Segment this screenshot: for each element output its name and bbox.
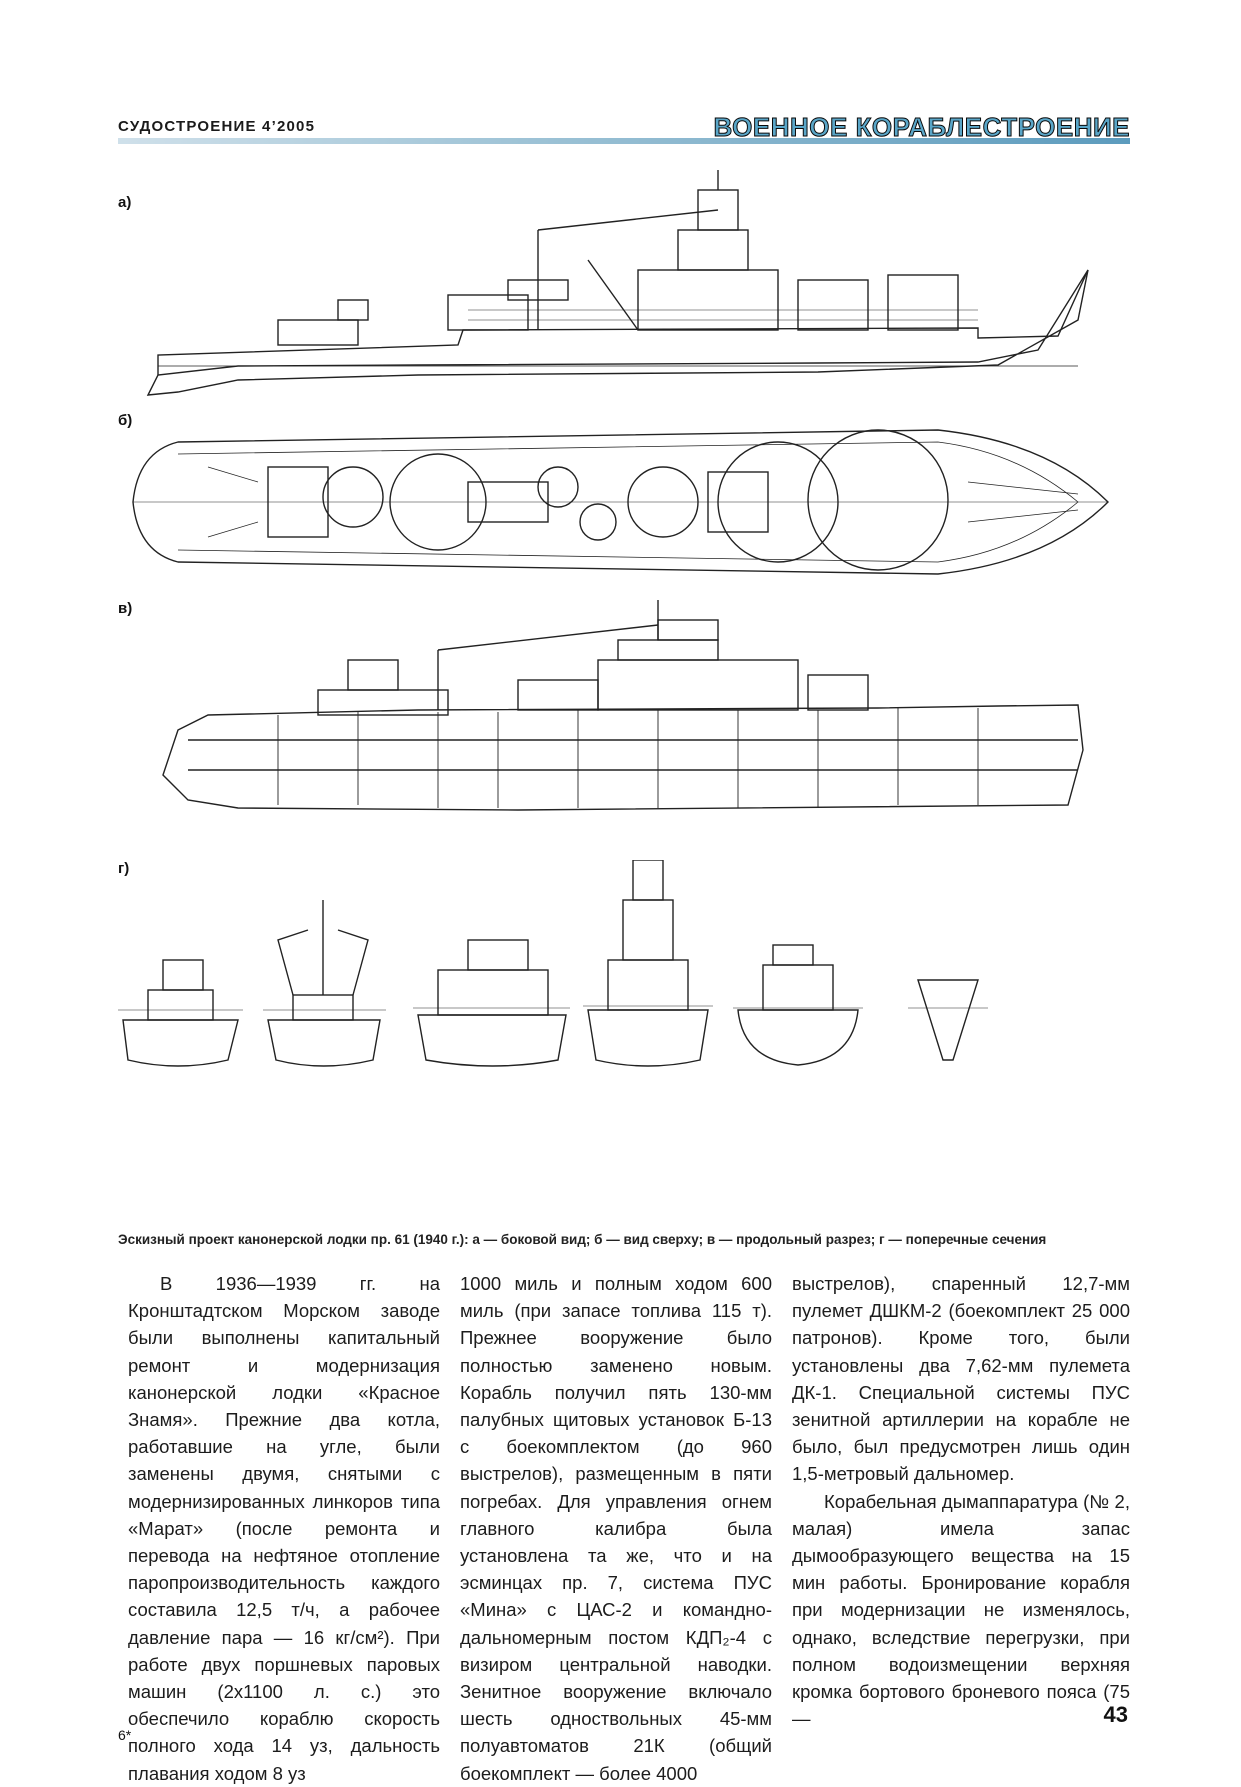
figure-label-g: г) [118, 860, 130, 877]
figure-label-v: в) [118, 600, 133, 617]
page-number: 43 [1103, 1702, 1128, 1727]
header-rule [118, 138, 1130, 144]
paragraph: 1000 миль и полным ходом 600 миль (при з… [460, 1273, 772, 1784]
text-column-2: 1000 миль и полным ходом 600 миль (при з… [460, 1270, 772, 1787]
section-title: ВОЕННОЕ КОРАБЛЕСТРОЕНИЕ [713, 112, 1130, 143]
longitudinal-section-drawing [162, 600, 1084, 811]
figure-label-b: б) [118, 412, 133, 429]
figure-caption: Эскизный проект канонерской лодки пр. 61… [118, 1232, 1047, 1247]
journal-title: СУДОСТРОЕНИЕ 4’2005 [118, 118, 316, 135]
cross-sections-drawing [118, 860, 988, 1067]
side-view-drawing [146, 170, 1089, 396]
page-header: СУДОСТРОЕНИЕ 4’2005 ВОЕННОЕ КОРАБЛЕСТРОЕ… [118, 112, 1130, 146]
text-column-3: выстрелов), спаренный 12,7-мм пулемет ДШ… [792, 1270, 1130, 1732]
paragraph: выстрелов), спаренный 12,7-мм пулемет ДШ… [792, 1273, 1130, 1485]
text-column-1: В 1936—1939 гг. на Кронштадтском Морском… [128, 1270, 440, 1787]
top-view-drawing [132, 429, 1109, 575]
footnote-mark: 6* [118, 1727, 132, 1743]
paragraph: В 1936—1939 гг. на Кронштадтском Морском… [128, 1273, 440, 1784]
paragraph: Корабельная дымаппаратура (№ 2, малая) и… [792, 1490, 1130, 1730]
figure-label-a: а) [118, 194, 132, 211]
